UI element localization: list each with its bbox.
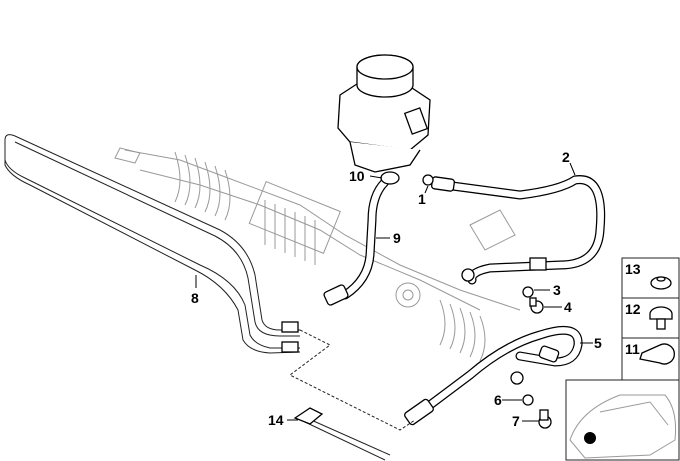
callout-8: 8 bbox=[191, 290, 199, 306]
steering-rack bbox=[114, 147, 521, 362]
callout-6: 6 bbox=[494, 392, 502, 408]
callout-12: 12 bbox=[625, 301, 641, 317]
callout-7: 7 bbox=[512, 413, 520, 429]
callout-2: 2 bbox=[562, 149, 570, 165]
callout-4: 4 bbox=[564, 299, 572, 315]
side-parts-boxes bbox=[565, 257, 680, 461]
callout-14: 14 bbox=[268, 412, 284, 428]
reservoir-pump bbox=[337, 54, 431, 173]
suction-hose-9 bbox=[323, 171, 400, 306]
callout-11: 11 bbox=[625, 341, 640, 357]
callouts: 1 2 3 4 5 6 7 8 9 10 11 12 13 14 bbox=[191, 149, 641, 429]
callout-1: 1 bbox=[418, 191, 426, 207]
callout-9: 9 bbox=[393, 230, 401, 246]
pressure-hose-2 bbox=[431, 175, 606, 285]
callout-3: 3 bbox=[553, 282, 561, 298]
hose-5 bbox=[404, 325, 583, 426]
return-line-8 bbox=[4, 134, 301, 354]
callout-10: 10 bbox=[349, 168, 365, 184]
bracket-14 bbox=[289, 329, 416, 461]
callout-5: 5 bbox=[594, 335, 602, 351]
small-parts bbox=[422, 174, 552, 429]
callout-13: 13 bbox=[625, 261, 641, 277]
